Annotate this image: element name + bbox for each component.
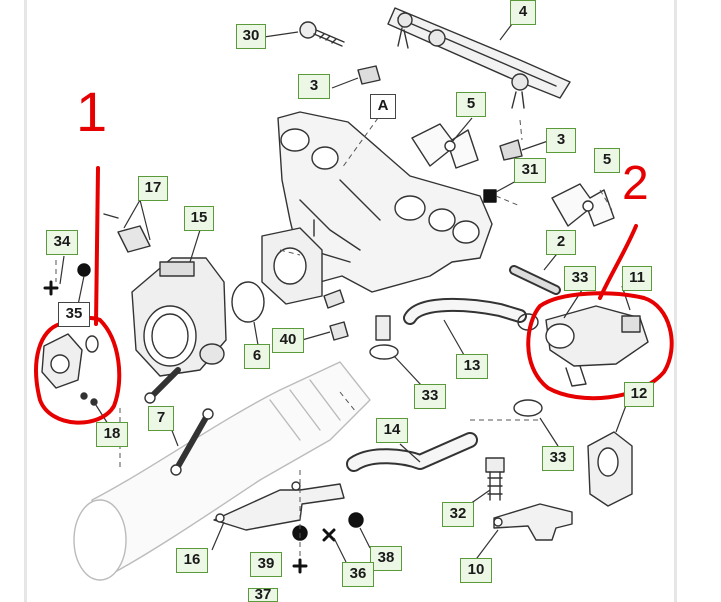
link-rod-7-part: [144, 367, 214, 476]
part-callout-4: 4: [510, 0, 536, 25]
part-callout-40: 40: [272, 328, 304, 353]
cross-marker-37: [292, 558, 308, 574]
part-callout-3-upper: 3: [298, 74, 330, 99]
part-callout-31: 31: [514, 158, 546, 183]
plug-31-part: [483, 189, 497, 203]
part-callout-38: 38: [370, 546, 402, 571]
part-callout-32: 32: [442, 502, 474, 527]
air-intake-duct-part: [73, 361, 371, 581]
part-callout-33-middle: 33: [414, 384, 446, 409]
part-callout-3-right: 3: [546, 128, 576, 153]
arrow-from-2: [598, 224, 638, 300]
nut-38-part: [348, 512, 364, 528]
bracket-10-part: [493, 503, 573, 541]
part-callout-10: 10: [460, 558, 492, 583]
seal-5-right-part: [551, 183, 615, 227]
page-frame-right: [674, 0, 677, 602]
part-callout-33-upper-right: 33: [564, 266, 596, 291]
plug-40-part: [329, 321, 349, 341]
part-callout-11: 11: [622, 266, 652, 291]
cross-marker-34: [43, 280, 59, 296]
clip-3-upper-part: [357, 65, 381, 85]
circle-around-idle-valve: [526, 291, 674, 401]
gasket-6-part: [231, 281, 265, 323]
part-callout-2: 2: [546, 230, 576, 255]
sensor-35-part: [41, 333, 99, 406]
hose-clamp-33-lower-part: [513, 399, 543, 417]
intake-flange-part: [261, 227, 323, 305]
fuel-rail-part: [387, 7, 571, 109]
part-callout-18: 18: [96, 422, 128, 447]
red-annotation-2: 2: [622, 157, 649, 210]
part-callout-33-lower-right: 33: [542, 446, 574, 471]
part-callout-A: A: [370, 94, 396, 119]
arrow-from-1: [94, 166, 100, 326]
part-callout-5-left: 5: [456, 92, 486, 117]
seal-5-left-part: [411, 123, 479, 169]
part-callout-36: 36: [342, 562, 374, 587]
part-callout-16: 16: [176, 548, 208, 573]
bolt-32-part: [485, 457, 505, 501]
idle-valve-11-part: [517, 305, 649, 387]
part-callout-13: 13: [456, 354, 488, 379]
nut-34-part: [77, 263, 91, 277]
part-callout-5-right: 5: [594, 148, 620, 173]
part-callout-14: 14: [376, 418, 408, 443]
sensor-17-part: [103, 213, 151, 253]
part-callout-39: 39: [250, 552, 282, 577]
part-callout-37: 37: [248, 588, 278, 602]
small-fitting-part: [323, 289, 345, 309]
page-frame-left: [24, 0, 27, 602]
part-callout-35: 35: [58, 302, 90, 327]
bracket-12-part: [587, 431, 633, 507]
bolt-30-part: [299, 21, 345, 47]
hose-clamp-33-upper-part: [369, 315, 399, 360]
red-annotation-1: 1: [76, 80, 108, 143]
part-callout-34: 34: [46, 230, 78, 255]
part-callout-12: 12: [624, 382, 654, 407]
red-annotation-strokes: [34, 166, 674, 425]
hose-14-part: [346, 432, 478, 472]
bracket-16-part: [213, 481, 345, 531]
part-callout-6: 6: [244, 344, 270, 369]
cross-marker-36: [322, 528, 336, 542]
hose-2-part: [509, 265, 561, 295]
throttle-body-part: [131, 257, 227, 377]
part-callout-15: 15: [184, 206, 214, 231]
hose-13-part: [403, 297, 527, 325]
part-callout-7: 7: [148, 406, 174, 431]
clip-3-lower-part: [499, 139, 523, 161]
part-callout-17: 17: [138, 176, 168, 201]
part-callout-30: 30: [236, 24, 266, 49]
intake-manifold-part: [277, 111, 493, 293]
